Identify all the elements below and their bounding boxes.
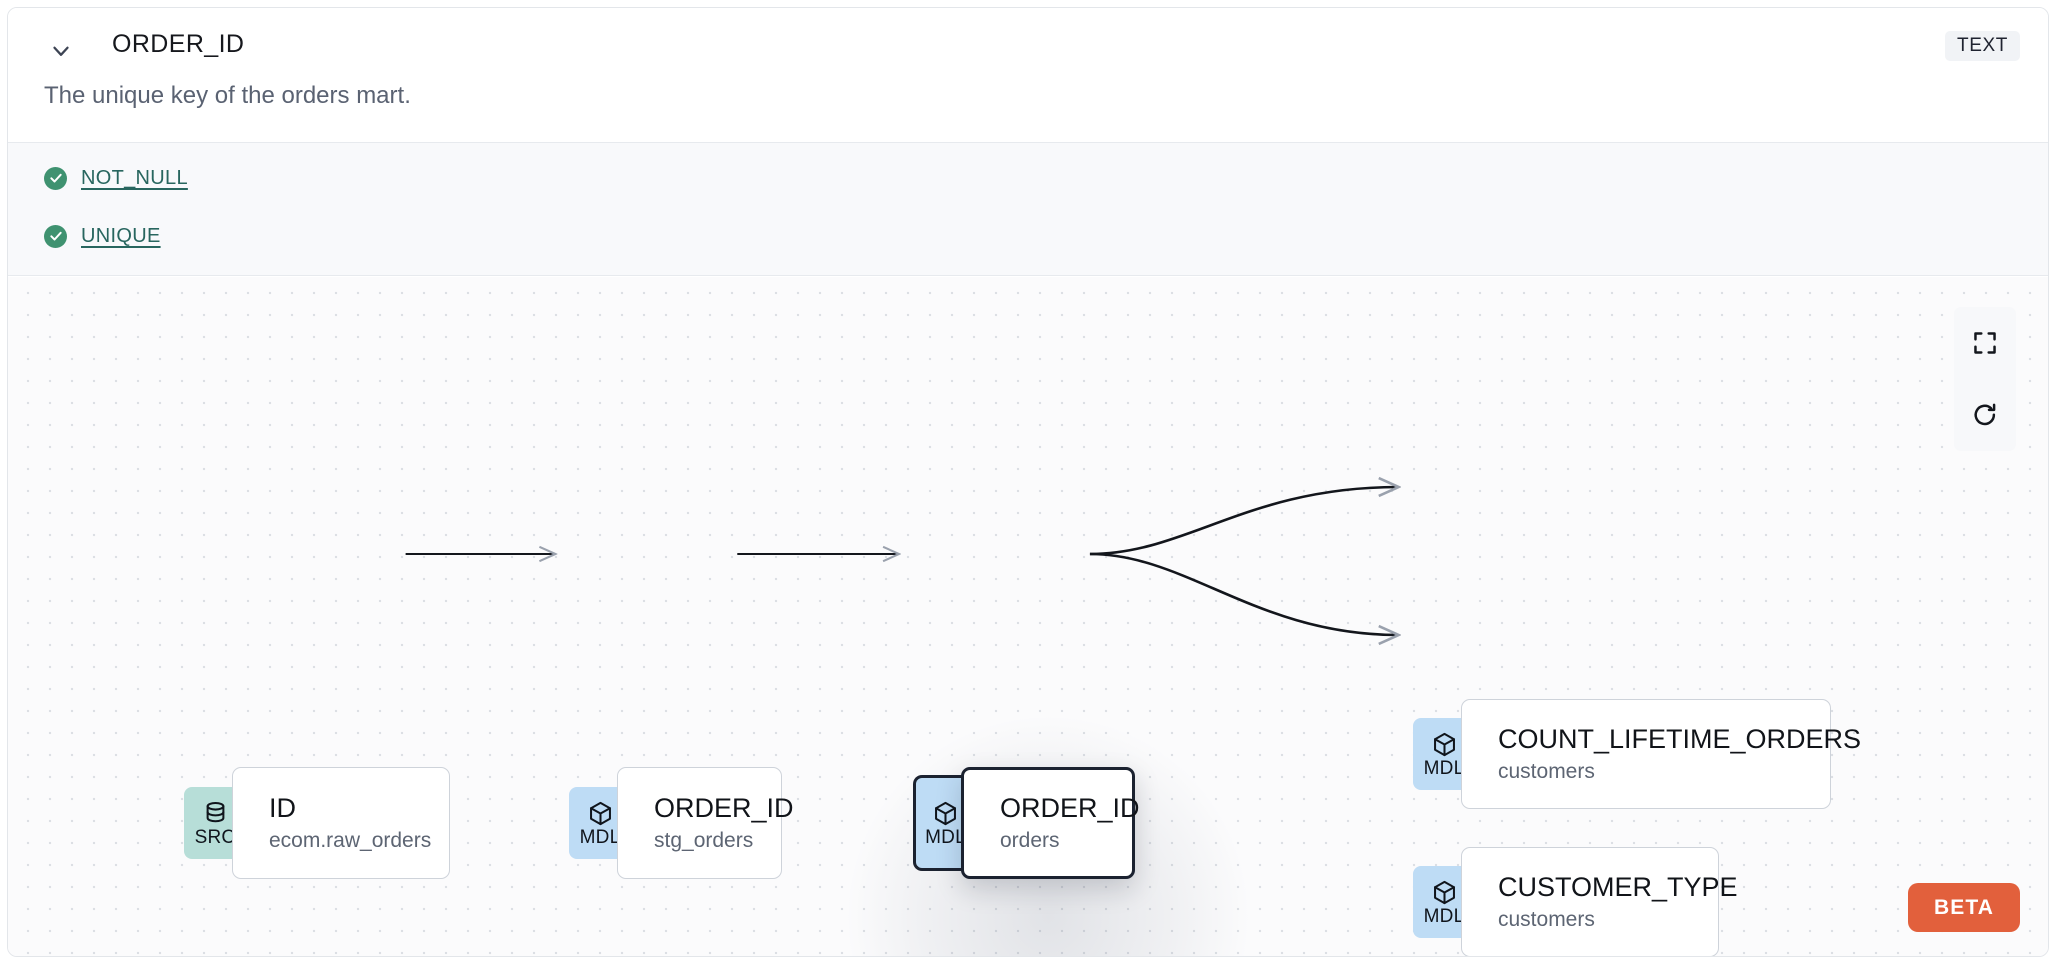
node-subtitle: orders — [1000, 828, 1060, 852]
cube-icon — [935, 801, 956, 825]
edge-orders-to-customer-type — [1089, 552, 1399, 635]
node-body: ORDER_ID orders — [961, 767, 1140, 879]
test-row: UNIQUE — [44, 221, 161, 251]
node-subtitle: stg_orders — [654, 828, 754, 852]
database-icon — [206, 801, 224, 822]
check-circle-icon — [44, 224, 67, 248]
node-name: ID — [269, 792, 296, 823]
node-body: ORDER_ID stg_orders — [617, 767, 794, 879]
tests-section: NOT_NULL UNIQUE — [8, 142, 2048, 276]
lineage-node-orders[interactable]: MDL ORDER_ID orders — [913, 767, 1140, 879]
test-link-not-null[interactable]: NOT_NULL — [81, 166, 188, 189]
node-body: COUNT_LIFETIME_ORDERS customers — [1461, 699, 1862, 809]
refresh-icon[interactable] — [1954, 379, 2016, 451]
fullscreen-icon[interactable] — [1954, 307, 2016, 379]
lineage-node-customer-type[interactable]: MDL CUSTOMER_TYPE customers — [1413, 847, 1738, 956]
node-badge-label: SRC — [194, 826, 236, 848]
column-type-badge: TEXT — [1945, 31, 2020, 61]
beta-badge[interactable]: BETA — [1907, 883, 2020, 932]
node-badge-label: MDL — [1423, 905, 1465, 927]
column-description: The unique key of the orders mart. — [44, 82, 411, 109]
header-row: ORDER_ID — [8, 30, 2048, 72]
node-body: ID ecom.raw_orders — [232, 767, 450, 879]
page-title: ORDER_ID — [112, 30, 245, 58]
node-badge-label: MDL — [925, 826, 966, 848]
cube-icon — [1433, 732, 1455, 756]
node-subtitle: customers — [1498, 759, 1595, 783]
cube-icon — [1433, 880, 1455, 904]
chevron-down-icon[interactable] — [44, 34, 78, 68]
check-circle-icon — [44, 166, 67, 190]
column-detail-card: ORDER_ID TEXT The unique key of the orde… — [7, 7, 2049, 957]
node-badge-label: MDL — [1423, 757, 1465, 779]
node-body: CUSTOMER_TYPE customers — [1461, 847, 1738, 956]
node-name: ORDER_ID — [654, 792, 794, 823]
node-subtitle: ecom.raw_orders — [269, 828, 432, 852]
test-row: NOT_NULL — [44, 163, 188, 193]
lineage-node-count-lifetime-orders[interactable]: MDL COUNT_LIFETIME_ORDERS customers — [1413, 699, 1862, 809]
node-subtitle: customers — [1498, 907, 1595, 931]
canvas-controls — [1954, 307, 2016, 451]
node-name: ORDER_ID — [1000, 792, 1140, 823]
lineage-node-src[interactable]: SRC ID ecom.raw_orders — [184, 767, 450, 879]
test-link-unique[interactable]: UNIQUE — [81, 224, 161, 247]
node-name: COUNT_LIFETIME_ORDERS — [1498, 723, 1862, 754]
node-name: CUSTOMER_TYPE — [1498, 871, 1738, 902]
node-badge-label: MDL — [579, 826, 621, 848]
cube-icon — [589, 801, 611, 825]
lineage-canvas[interactable]: SRC ID ecom.raw_orders MDL ORDER_ID stg_… — [8, 277, 2048, 956]
column-header: ORDER_ID TEXT The unique key of the orde… — [8, 8, 2048, 113]
edge-orders-to-count — [1089, 487, 1399, 556]
lineage-node-stg-orders[interactable]: MDL ORDER_ID stg_orders — [569, 767, 794, 879]
